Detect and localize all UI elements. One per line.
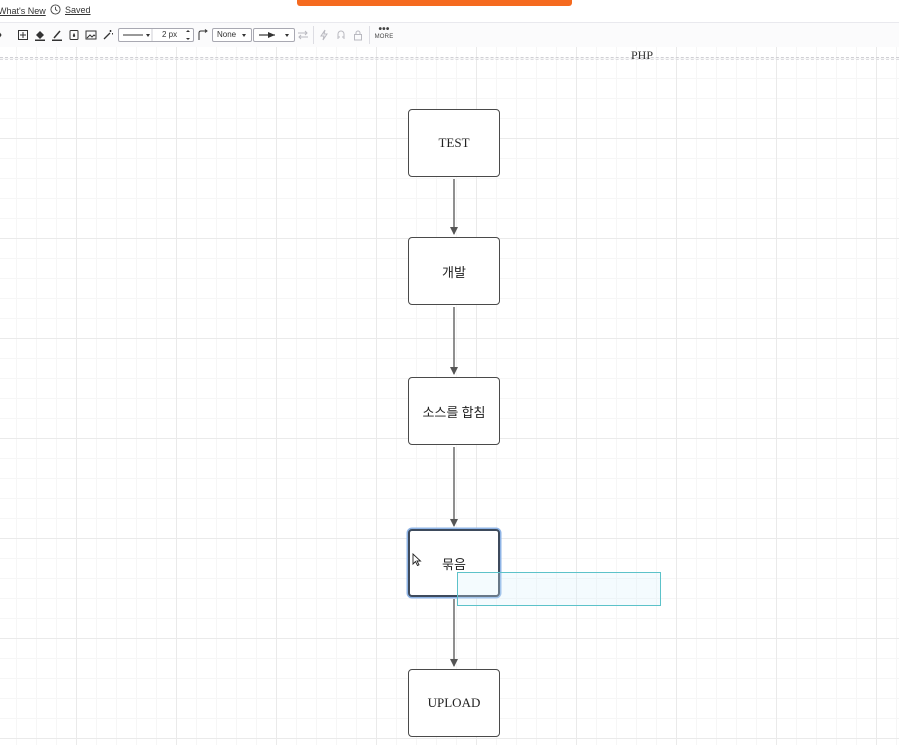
align-icon[interactable] [0, 28, 8, 40]
drag-preview-box [457, 572, 661, 606]
more-button[interactable]: ••• MORE [374, 24, 394, 41]
node-label: 개발 [442, 264, 466, 280]
node-bundle[interactable]: 묶음 [408, 529, 500, 597]
clock-icon [50, 4, 61, 15]
mouse-cursor-icon [412, 553, 422, 567]
magnet-icon[interactable] [335, 28, 347, 40]
node-development[interactable]: 개발 [408, 237, 500, 305]
add-shape-icon[interactable] [17, 28, 29, 40]
toolbar-divider [369, 26, 370, 44]
line-color-icon[interactable] [51, 28, 63, 41]
connectors [450, 179, 458, 667]
arrow-end-select[interactable] [253, 28, 295, 42]
page-break-line [0, 57, 899, 58]
notification-banner[interactable] [297, 0, 572, 6]
opacity-icon[interactable] [68, 28, 80, 40]
top-bar: What's New Saved [0, 0, 899, 22]
node-label: TEST [438, 135, 470, 150]
lock-icon[interactable] [352, 28, 364, 41]
more-label: MORE [374, 34, 394, 40]
saved-status[interactable]: Saved [50, 4, 91, 15]
node-merge-sources[interactable]: 소스를 합침 [408, 377, 500, 445]
saved-label: Saved [65, 4, 91, 15]
node-upload[interactable]: UPLOAD [408, 669, 500, 737]
more-icon: ••• [378, 24, 390, 35]
toolbar-divider [313, 26, 314, 44]
node-label: 소스를 합침 [422, 404, 486, 420]
diagram-canvas[interactable]: PHP TEST 개발 소스를 합침 묶음 UPLOAD [0, 47, 899, 745]
arrow-start-value: None [217, 30, 237, 39]
arrow-start-select[interactable]: None [212, 28, 252, 42]
line-style-select[interactable]: 2 px [118, 28, 194, 42]
magic-wand-icon[interactable] [102, 28, 114, 40]
fill-bucket-icon[interactable] [34, 28, 46, 41]
image-icon[interactable] [85, 28, 97, 40]
format-toolbar: 2 px None ••• MORE [0, 22, 899, 48]
node-label: 묶음 [442, 556, 466, 572]
page-break-line [0, 59, 899, 60]
swap-arrows-icon[interactable] [297, 28, 309, 40]
node-label: UPLOAD [427, 695, 481, 710]
lightning-icon[interactable] [318, 28, 330, 41]
page-label: PHP [631, 48, 654, 62]
line-width-value[interactable]: 2 px [162, 30, 178, 39]
whats-new-link[interactable]: What's New [0, 6, 46, 16]
node-test[interactable]: TEST [408, 109, 500, 177]
corner-style-icon[interactable] [197, 28, 209, 40]
